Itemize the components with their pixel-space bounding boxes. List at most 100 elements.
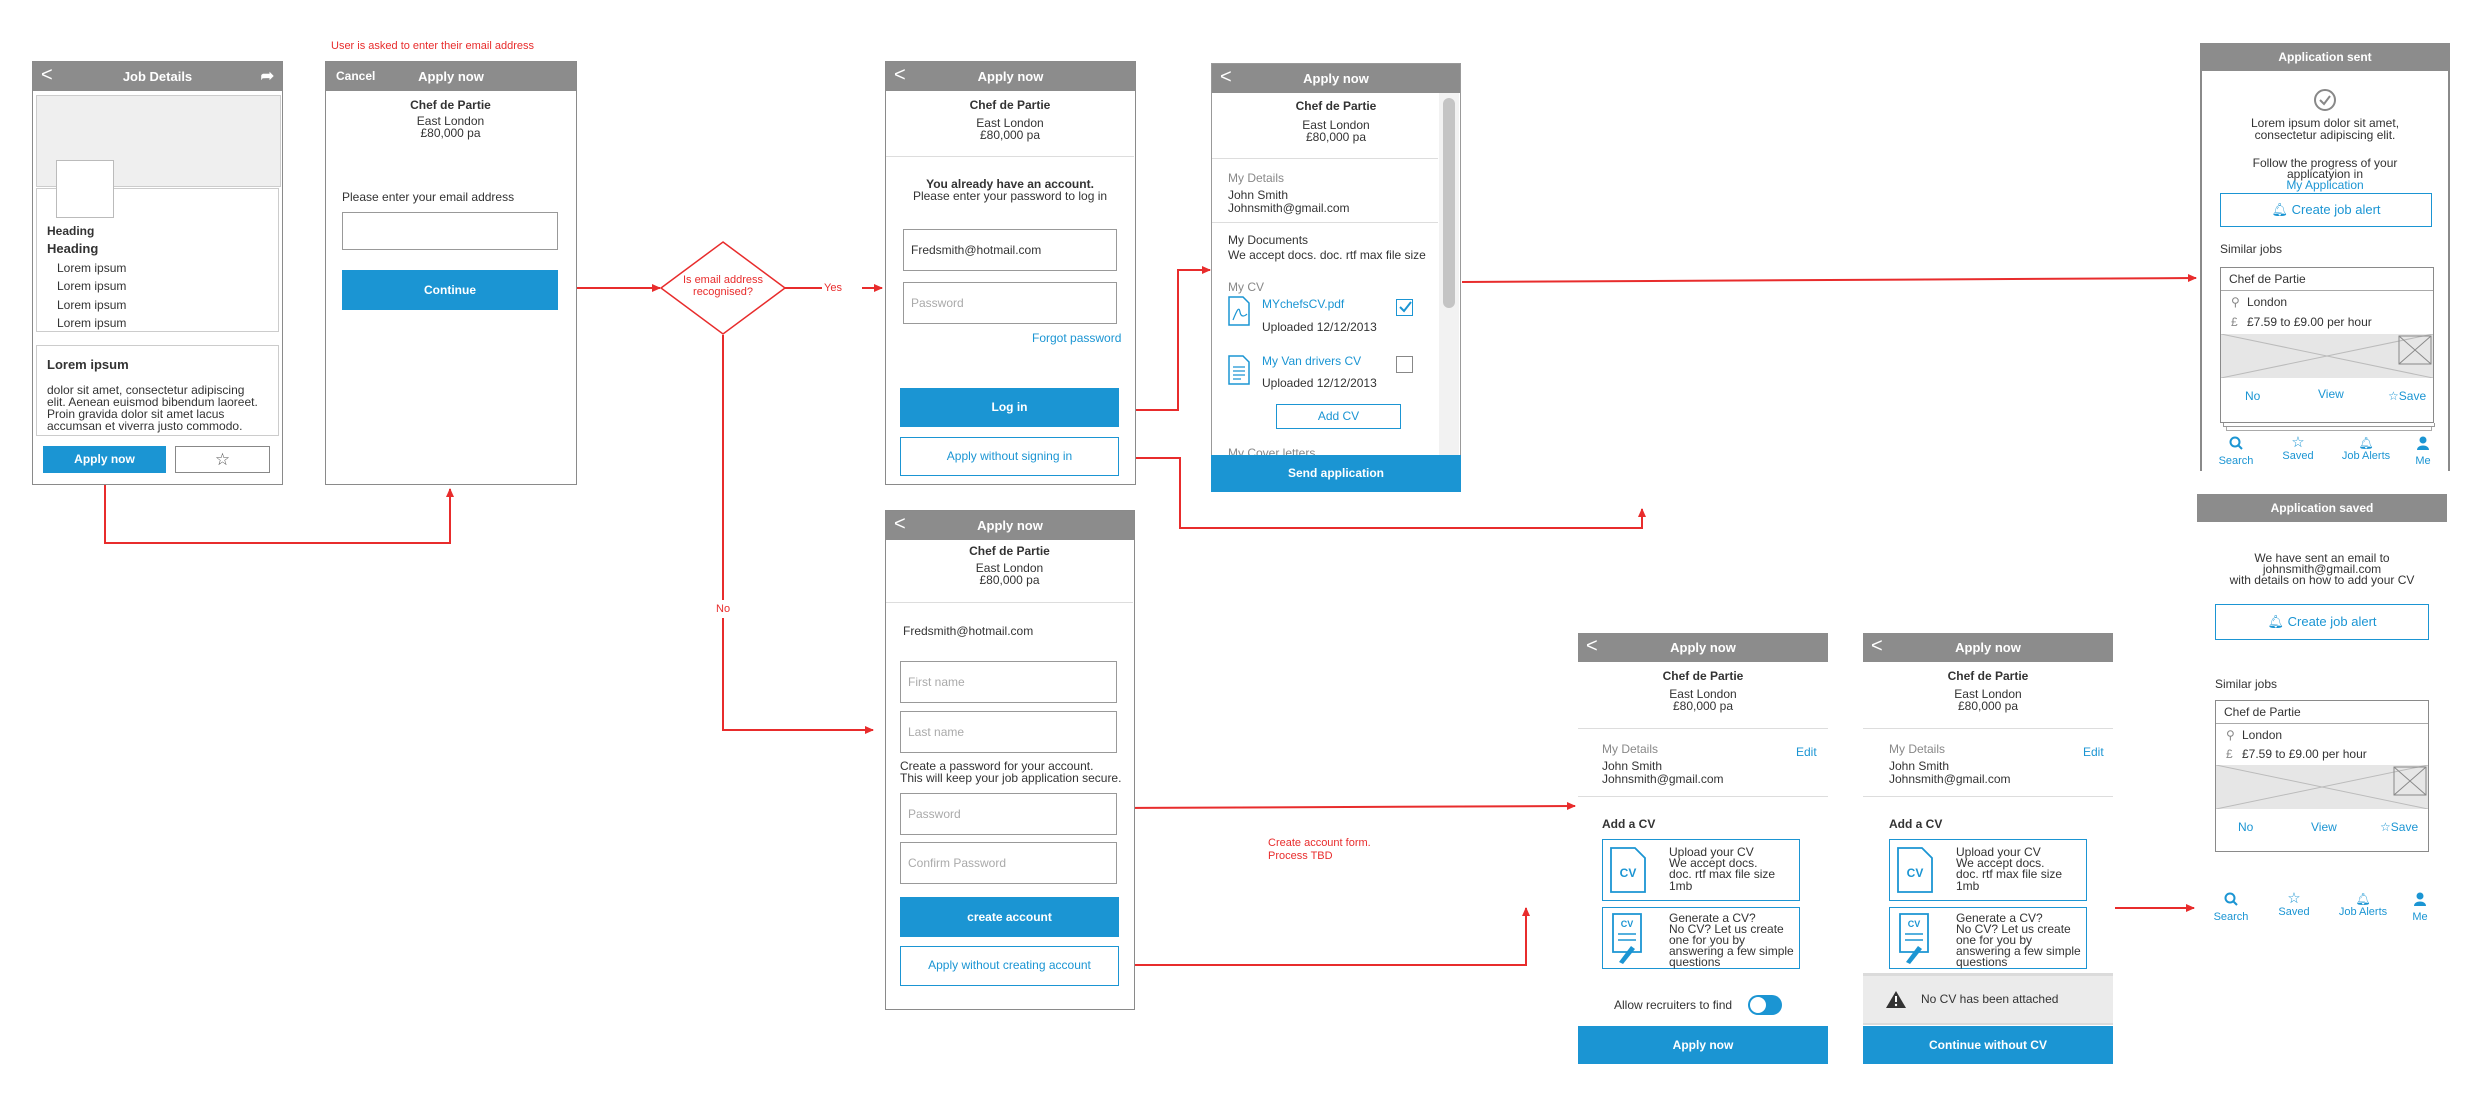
scrollbar[interactable] (1439, 93, 1459, 455)
generate-line: one for you by (1669, 933, 1746, 947)
back-arrow-icon[interactable]: < (894, 64, 906, 86)
person-icon (2414, 892, 2426, 906)
frame-left (2200, 71, 2202, 471)
create-job-alert-button[interactable]: 🔔︎ Create job alert (2220, 193, 2432, 227)
forgot-password-link[interactable]: Forgot password (1032, 331, 1122, 345)
similar-job-card[interactable]: Chef de Partie ⚲ London £ £7.59 to £9.00… (2215, 700, 2429, 852)
tab-saved[interactable]: ☆ Saved (2272, 891, 2316, 918)
job-salary: £80,000 pa (979, 128, 1041, 142)
password-field[interactable]: Password (903, 282, 1117, 324)
apply-without-signing-in-button[interactable]: Apply without signing in (900, 437, 1119, 476)
create-account-button[interactable]: create account (900, 897, 1119, 937)
cv-document-icon: CV (1610, 847, 1646, 893)
first-name-field[interactable]: First name (900, 661, 1117, 703)
divider (886, 602, 1133, 603)
header-bar: Application saved (2197, 494, 2447, 522)
create-job-alert-label: Create job alert (2291, 202, 2381, 217)
tab-job-alerts[interactable]: 🔔︎ Job Alerts (2333, 892, 2393, 918)
allow-recruiters-toggle[interactable] (1748, 995, 1782, 1015)
screen-no-cv: < Apply now Chef de Partie East London £… (1863, 633, 2113, 1064)
email-value: Fredsmith@hotmail.com (903, 624, 1034, 638)
job-location: East London (976, 116, 1044, 130)
save-job-button[interactable]: ☆Save (2388, 390, 2426, 403)
my-application-link[interactable]: My Application (2286, 178, 2364, 192)
decision-label: Is email address recognised? (682, 274, 764, 298)
screen-add-cv: < Apply now Chef de Partie East London £… (1578, 633, 1828, 1064)
list-item: Lorem ipsum (57, 316, 127, 330)
password-field[interactable]: Password (900, 793, 1117, 835)
edit-link[interactable]: Edit (2083, 745, 2104, 759)
sent-message: Lorem ipsum dolor sit amet, (2250, 116, 2400, 130)
tab-search[interactable]: Search (2214, 436, 2258, 467)
continue-button[interactable]: Continue (342, 270, 558, 310)
arrow-login-to-docs (1118, 266, 1211, 411)
screen-my-documents: < Apply now Chef de Partie East London £… (1211, 63, 1461, 492)
no-button[interactable]: No (2238, 820, 2254, 834)
create-cv-icon: CV (1612, 913, 1642, 964)
cv-icon-label: CV (1908, 919, 1921, 929)
cv2-date: Uploaded 12/12/2013 (1262, 376, 1377, 390)
job-salary: £80,000 pa (1672, 699, 1734, 713)
tab-saved[interactable]: ☆ Saved (2276, 435, 2320, 462)
back-arrow-icon[interactable]: < (1220, 66, 1232, 88)
bell-icon: 🔔︎ (2271, 202, 2288, 217)
upload-line: We accept docs. (1669, 856, 1758, 870)
apply-without-account-button[interactable]: Apply without creating account (900, 946, 1119, 986)
confirm-password-field[interactable]: Confirm Password (900, 842, 1117, 884)
share-icon[interactable]: ➦ (260, 68, 274, 85)
create-job-alert-label: Create job alert (2287, 614, 2377, 629)
back-arrow-icon[interactable]: < (894, 513, 906, 535)
description-title: Lorem ipsum (47, 357, 129, 372)
no-button[interactable]: No (2245, 389, 2261, 403)
apply-now-button[interactable]: Apply now (43, 446, 166, 473)
tab-label: Job Alerts (2341, 450, 2391, 462)
tab-me[interactable]: Me (2405, 892, 2435, 923)
account-notice: Please enter your password to log in (912, 189, 1108, 203)
list-item: Lorem ipsum (57, 261, 127, 275)
create-job-alert-button[interactable]: 🔔︎ Create job alert (2215, 604, 2429, 640)
tab-job-alerts[interactable]: 🔔︎ Job Alerts (2336, 436, 2396, 462)
cv2-checkbox[interactable] (1396, 356, 1413, 373)
upload-cv-card[interactable]: CV Upload your CV We accept docs. doc. r… (1602, 839, 1800, 901)
sent-message: consectetur adipiscing elit. (2254, 128, 2396, 142)
save-star-icon[interactable]: ☆ (175, 446, 270, 473)
email-field[interactable]: Fredsmith@hotmail.com (903, 229, 1117, 271)
search-icon (2229, 436, 2243, 450)
email-prompt: Please enter your email address (342, 190, 515, 204)
view-button[interactable]: View (2311, 820, 2337, 834)
last-name-field[interactable]: Last name (900, 711, 1117, 753)
person-icon (2417, 436, 2429, 450)
tab-me[interactable]: Me (2408, 436, 2438, 467)
back-arrow-icon[interactable]: < (1586, 635, 1598, 657)
save-job-button[interactable]: ☆Save (2380, 821, 2418, 834)
header-bar: < Apply now (1212, 64, 1460, 93)
continue-without-cv-button[interactable]: Continue without CV (1863, 1026, 2113, 1064)
back-arrow-icon[interactable]: < (1871, 635, 1883, 657)
similar-job-card[interactable]: Chef de Partie ⚲ London £ £7.59 to £9.00… (2220, 267, 2434, 423)
scrollbar-thumb[interactable] (1443, 98, 1455, 308)
divider (2216, 723, 2428, 724)
cv2-name-link[interactable]: My Van drivers CV (1262, 354, 1362, 368)
decision-diamond (659, 241, 787, 335)
log-in-button[interactable]: Log in (900, 388, 1119, 427)
email-field[interactable] (342, 212, 558, 250)
generate-cv-card[interactable]: CV Generate a CV? No CV? Let us create o… (1602, 907, 1800, 969)
annotation-email-prompt: User is asked to enter their email addre… (331, 40, 534, 52)
pound-icon: £ (2226, 747, 2233, 761)
tab-search[interactable]: Search (2209, 892, 2253, 923)
back-arrow-icon[interactable]: < (41, 64, 53, 86)
generate-line: Generate a CV? (1956, 911, 2043, 925)
image-placeholder (2216, 765, 2428, 809)
toggle-knob (1749, 996, 1767, 1014)
send-application-button[interactable]: Send application (1211, 455, 1461, 492)
cv1-name-link[interactable]: MYchefsCV.pdf (1262, 297, 1345, 311)
add-cv-button[interactable]: Add CV (1276, 404, 1401, 429)
edit-link[interactable]: Edit (1796, 745, 1817, 759)
cv1-checkbox[interactable] (1396, 299, 1413, 316)
cancel-button[interactable]: Cancel (336, 69, 376, 83)
apply-now-button[interactable]: Apply now (1578, 1026, 1828, 1064)
view-button[interactable]: View (2318, 387, 2344, 401)
generate-cv-card[interactable]: CV Generate a CV? No CV? Let us create o… (1889, 907, 2087, 969)
upload-cv-card[interactable]: CV Upload your CV We accept docs. doc. r… (1889, 839, 2087, 901)
header-bar: Application sent (2200, 43, 2450, 71)
